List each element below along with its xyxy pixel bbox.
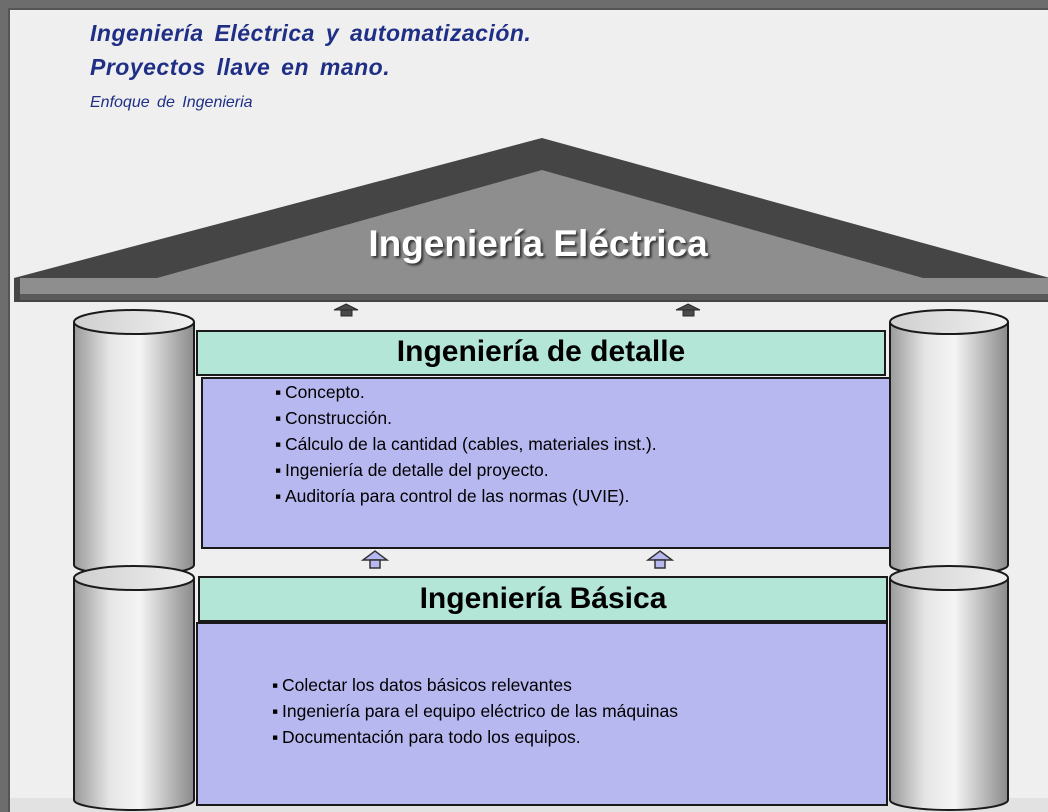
roof-inner xyxy=(150,170,930,280)
bullet-icon: ▪ xyxy=(272,727,279,747)
list-item-text: Ingeniería para el equipo eléctrico de l… xyxy=(282,701,678,721)
column-upper-left xyxy=(73,309,195,576)
list-item-text: Construcción. xyxy=(285,408,392,428)
basica-panel: ▪Colectar los datos básicos relevantes▪I… xyxy=(196,622,888,806)
roof-label: Ingeniería Eléctrica xyxy=(368,223,708,264)
bullet-icon: ▪ xyxy=(275,434,282,454)
list-item-text: Concepto. xyxy=(285,382,365,402)
detalle-heading: Ingeniería de detalle xyxy=(196,330,886,376)
subtitle: Enfoque de Ingenieria xyxy=(90,94,253,111)
list-item-text: Colectar los datos básicos relevantes xyxy=(282,675,572,695)
arrow-up-roof-left xyxy=(333,303,359,317)
list-item: ▪Colectar los datos básicos relevantes xyxy=(272,672,678,698)
arrow-up-middle-right xyxy=(645,550,675,569)
roof xyxy=(14,138,1048,302)
bullet-icon: ▪ xyxy=(275,408,282,428)
column-lower-right xyxy=(889,565,1009,811)
bullet-icon: ▪ xyxy=(275,382,282,402)
title-line-1: Ingeniería Eléctrica y automatización. xyxy=(90,20,532,46)
detalle-list: ▪Concepto.▪Construcción.▪Cálculo de la c… xyxy=(275,379,657,509)
list-item: ▪Construcción. xyxy=(275,405,657,431)
column-lower-left xyxy=(73,565,195,811)
title-line-2: Proyectos llave en mano. xyxy=(90,54,391,80)
list-item: ▪Documentación para todo los equipos. xyxy=(272,724,678,750)
basica-list: ▪Colectar los datos básicos relevantes▪I… xyxy=(272,672,678,750)
bullet-icon: ▪ xyxy=(275,460,282,480)
bullet-icon: ▪ xyxy=(275,486,282,506)
list-item-text: Documentación para todo los equipos. xyxy=(282,727,581,747)
detalle-panel: ▪Concepto.▪Construcción.▪Cálculo de la c… xyxy=(201,377,891,549)
bullet-icon: ▪ xyxy=(272,701,279,721)
temple-diagram xyxy=(14,138,1048,811)
bullet-icon: ▪ xyxy=(272,675,279,695)
list-item-text: Cálculo de la cantidad (cables, material… xyxy=(285,434,657,454)
arrow-up-roof-right xyxy=(675,303,701,317)
list-item: ▪Cálculo de la cantidad (cables, materia… xyxy=(275,431,657,457)
arrow-up-middle-left xyxy=(360,550,390,569)
list-item: ▪Concepto. xyxy=(275,379,657,405)
list-item: ▪Ingeniería de detalle del proyecto. xyxy=(275,457,657,483)
list-item: ▪Auditoría para control de las normas (U… xyxy=(275,483,657,509)
slide: Ingeniería Eléctrica y automatización. P… xyxy=(8,8,1048,812)
basica-heading: Ingeniería Básica xyxy=(198,576,888,622)
list-item-text: Auditoría para control de las normas (UV… xyxy=(285,486,630,506)
column-upper-right xyxy=(889,309,1009,576)
list-item: ▪Ingeniería para el equipo eléctrico de … xyxy=(272,698,678,724)
list-item-text: Ingeniería de detalle del proyecto. xyxy=(285,460,549,480)
roof-beam-shadow xyxy=(20,294,1048,300)
